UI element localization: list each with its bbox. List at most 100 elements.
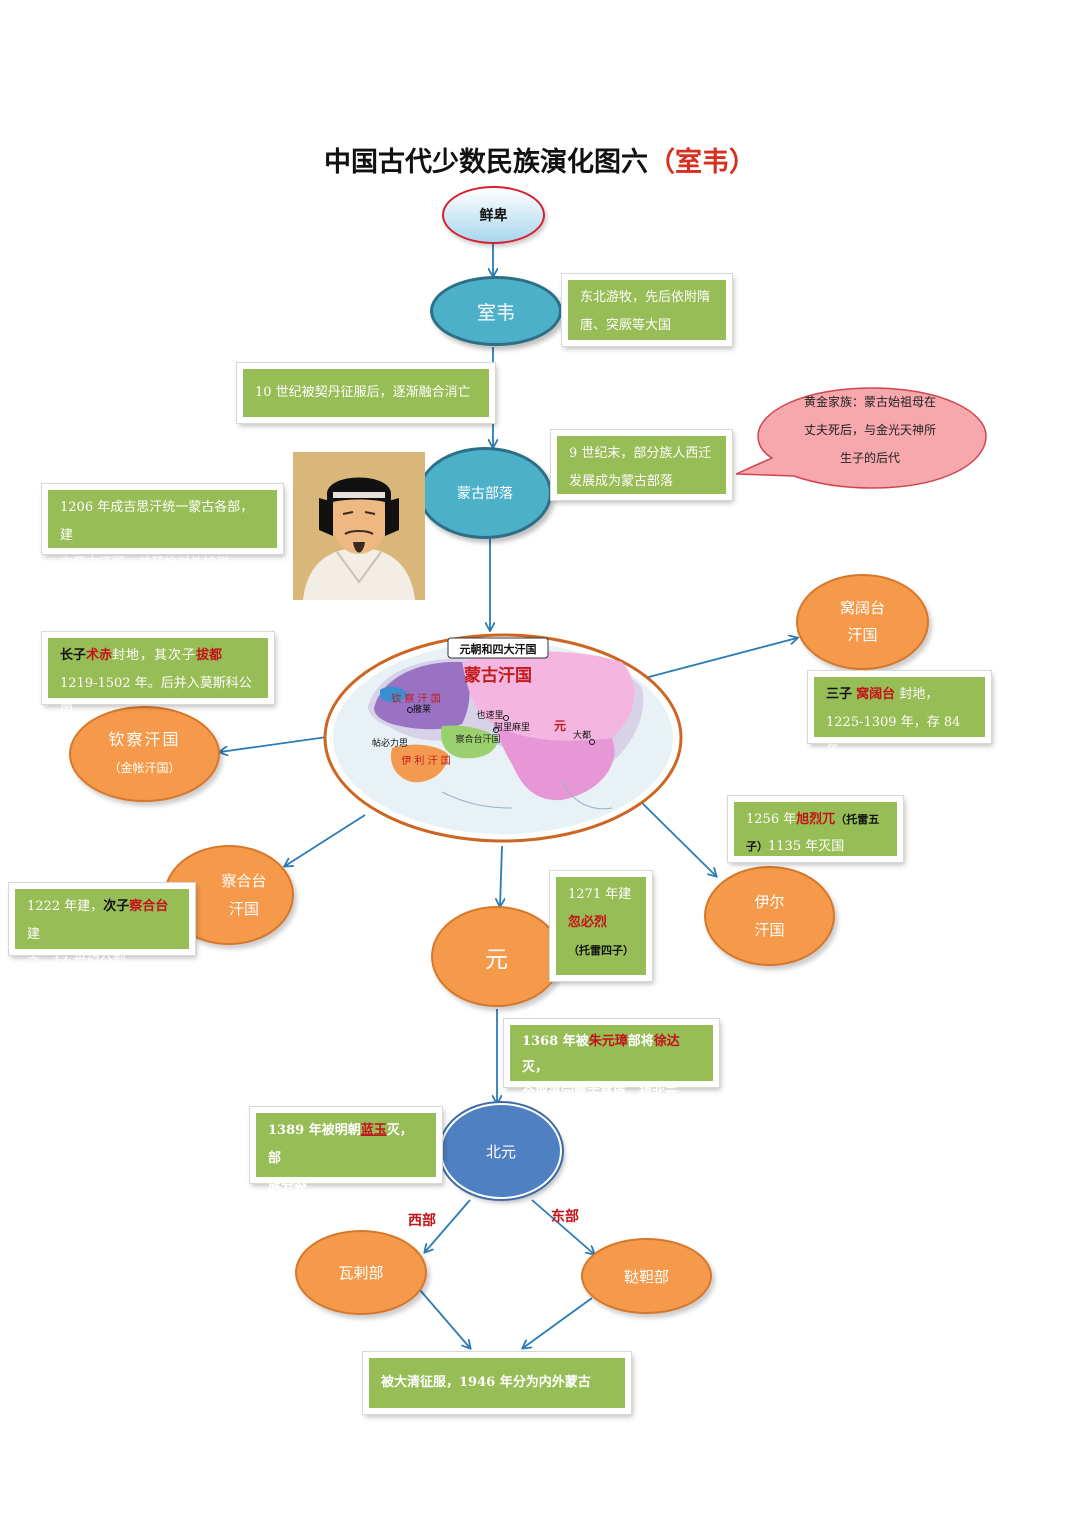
label-east: 东部 xyxy=(551,1209,579,1225)
box-qincha-a: 长子 xyxy=(60,648,87,663)
box-ming-a: 1368 年被 xyxy=(522,1034,589,1049)
node-xianbei: 鲜卑 xyxy=(442,186,545,244)
bubble-line2: 丈夫死后，与金光天神所 xyxy=(803,423,936,437)
arrow-map-qincha xyxy=(220,736,328,752)
box-qincha-d: 拔都 xyxy=(196,648,223,663)
box-khitan-text: 10 世纪被契丹征服后，逐渐融合消亡 xyxy=(255,385,471,400)
map-label-yier: 伊 利 汗 国 xyxy=(401,754,451,767)
node-dada-label: 鞑靼部 xyxy=(623,1267,669,1286)
map-label-yesu: 也速里 xyxy=(476,709,503,721)
box-wokuotai-a: 三子 xyxy=(826,687,853,702)
box-shiwei-info: 东北游牧，先后依附隋 唐、突厥等大国 xyxy=(562,274,732,346)
box-yier: 1256 年旭烈兀（托雷五 子）1135 年灭国 xyxy=(728,796,903,862)
node-menggu: 蒙古部落 xyxy=(418,447,552,539)
map-label-hela: 撒莱 xyxy=(413,703,431,715)
box-qincha: 长子术赤封地，其次子拔都 1219-1502 年。后并入莫斯科公国 xyxy=(42,632,274,719)
box-ming: 1368 年被朱元璋部将徐达灭， 余部退回蒙古草原，称北元 xyxy=(504,1019,719,1101)
bubble-line1: 黄金家族：蒙古始祖母在 xyxy=(803,395,936,409)
box-wokuotai-line2: 1225-1309 年，存 84 年 xyxy=(826,715,961,758)
node-wokuotai-label-2: 汗国 xyxy=(847,626,878,644)
box-qing-text: 被大清征服，1946 年分为内外蒙古 xyxy=(381,1375,591,1390)
box-qincha-b: 术赤 xyxy=(86,648,113,663)
arrow-map-yuan xyxy=(500,845,502,906)
arrow-map-chahetai xyxy=(285,814,366,866)
node-shiwei: 室韦 xyxy=(430,276,562,346)
box-shiwei-info-line1: 东北游牧，先后依附隋 xyxy=(580,290,711,305)
node-yier-label-2: 汗国 xyxy=(754,921,785,939)
box-west-line1: 9 世纪末，部分族人西迁 xyxy=(569,446,712,461)
box-yuan-c: （托雷四子） xyxy=(568,944,634,957)
node-wala-label: 瓦剌部 xyxy=(338,1264,384,1282)
map-label-qincha: 钦 察 汗 国 xyxy=(391,692,441,705)
node-wokuotai: 窝阔台 汗国 xyxy=(796,574,929,670)
box-genghis: 1206 年成吉思汗统一蒙古各部，建 立蒙古汗国，并开始对外扩张 xyxy=(42,484,283,571)
node-yuan: 元 xyxy=(431,906,562,1007)
box-chahetai-line2: 立。14 世纪分裂 xyxy=(27,955,126,970)
title-main: 中国古代少数民族演化图六 xyxy=(324,147,648,178)
node-chahetai-label-2: 汗国 xyxy=(228,900,259,918)
box-wokuotai-c: 封地， xyxy=(899,687,939,702)
node-wokuotai-label-1: 窝阔台 xyxy=(839,599,885,617)
box-ming-b: 朱元璋 xyxy=(588,1034,628,1049)
box-beiyuan: 1389 年被明朝蓝玉灭，部 族分裂 xyxy=(250,1107,442,1194)
box-beiyuan-line2: 族分裂 xyxy=(268,1179,308,1194)
box-ming-c: 部将 xyxy=(627,1034,654,1049)
box-qincha-line2: 1219-1502 年。后并入莫斯科公国 xyxy=(60,676,252,719)
box-shiwei-info-line2: 唐、突厥等大国 xyxy=(580,318,672,333)
map-label-alima: 阿里麻里 xyxy=(494,721,530,733)
box-wokuotai: 三子 窝阔台 封地， 1225-1309 年，存 84 年 xyxy=(808,671,991,758)
box-yier-b: 旭烈兀 xyxy=(796,812,836,827)
arrow-map-yier xyxy=(635,796,716,876)
node-shiwei-label: 室韦 xyxy=(476,301,515,324)
arrow-wala-qing xyxy=(419,1289,470,1348)
node-yier-label-1: 伊尔 xyxy=(754,893,785,911)
node-yier: 伊尔 汗国 xyxy=(704,866,835,966)
label-west: 西部 xyxy=(408,1213,436,1229)
bubble-line3: 生子的后代 xyxy=(839,451,900,465)
bubble-text: 黄金家族：蒙古始祖母在 丈夫死后，与金光天神所 生子的后代 xyxy=(780,388,960,472)
box-qing: 被大清征服，1946 年分为内外蒙古 xyxy=(363,1352,631,1414)
box-wokuotai-b: 窝阔台 xyxy=(856,687,896,702)
arrow-map-wokuotai xyxy=(644,638,797,679)
node-qincha-label-1: 钦察汗国 xyxy=(108,730,181,749)
node-beiyuan-label: 北元 xyxy=(485,1142,516,1161)
map-yuan-four-khanates: 元朝和四大汗国 蒙古汗国 钦 察 汗 国 伊 利 汗 国 察合台汗国 元 撒莱 … xyxy=(323,633,683,843)
bubble-golden-family xyxy=(735,387,987,489)
box-yier-e: 1135 年灭国 xyxy=(768,839,845,854)
arrow-dada-qing xyxy=(523,1297,593,1348)
map-label-zhabi: 帖必力思 xyxy=(372,737,408,749)
box-ming-d: 徐达 xyxy=(653,1034,680,1049)
portrait-image xyxy=(293,452,425,600)
box-yier-a: 1256 年 xyxy=(746,812,797,827)
node-qincha: 钦察汗国 （金帐汗国） xyxy=(69,706,220,802)
page-title: 中国古代少数民族演化图六（室韦） xyxy=(0,140,1080,179)
box-ming-e: 灭， xyxy=(522,1060,549,1075)
node-qincha-label-2: （金帐汗国） xyxy=(108,761,181,775)
title-paren: （室韦） xyxy=(648,147,756,178)
box-ming-line2: 余部退回蒙古草原，称北元 xyxy=(522,1086,679,1101)
box-yuan: 1271 年建 忽必烈 （托雷四子） xyxy=(550,871,652,981)
box-chahetai-a: 1222 年建， xyxy=(27,899,104,914)
node-menggu-label: 蒙古部落 xyxy=(457,486,513,502)
arrow-beiyuan-wala xyxy=(425,1199,471,1252)
box-west-line2: 发展成为蒙古部落 xyxy=(569,474,674,489)
box-chahetai: 1222 年建，次子察合台建 立。14 世纪分裂 xyxy=(9,883,195,970)
node-yuan-label: 元 xyxy=(485,946,508,973)
arrow-beiyuan-dada xyxy=(531,1199,594,1254)
map-label-main: 蒙古汗国 xyxy=(464,665,532,686)
box-beiyuan-a: 1389 年被明朝 xyxy=(268,1123,361,1138)
box-chahetai-d: 建 xyxy=(27,927,41,942)
box-west: 9 世纪末，部分族人西迁 发展成为蒙古部落 xyxy=(551,430,732,500)
node-wala: 瓦剌部 xyxy=(295,1230,427,1315)
node-xianbei-label: 鲜卑 xyxy=(479,208,508,224)
box-chahetai-b: 次子 xyxy=(103,899,130,914)
node-chahetai-label-1: 察合台 xyxy=(221,872,267,890)
box-khitan: 10 世纪被契丹征服后，逐渐融合消亡 xyxy=(237,363,495,423)
box-yuan-a: 1271 年建 xyxy=(568,887,632,902)
box-chahetai-c: 察合台 xyxy=(129,899,169,914)
map-label-yuan: 元 xyxy=(554,719,566,733)
map-label-title: 元朝和四大汗国 xyxy=(460,642,537,656)
map-label-dadu: 大都 xyxy=(573,729,591,741)
box-beiyuan-c: 灭，部 xyxy=(268,1123,413,1166)
